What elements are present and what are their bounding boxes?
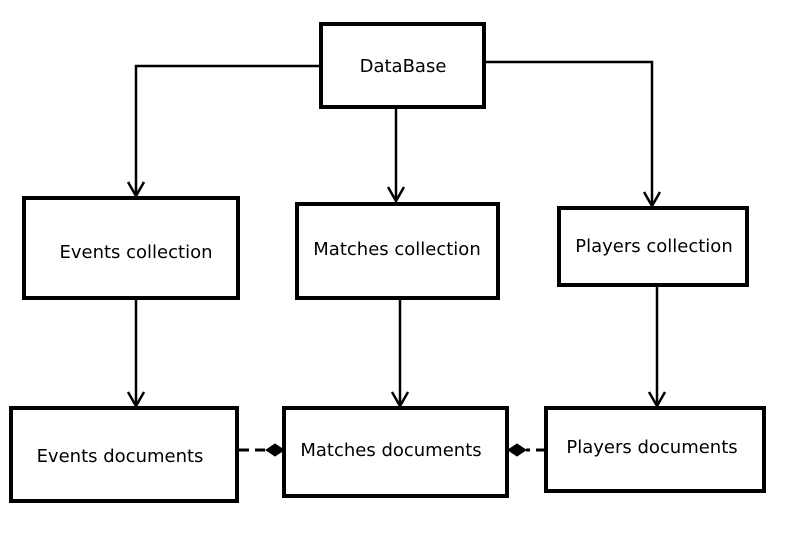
node-database: DataBase (319, 22, 486, 109)
node-label-players-documents: Players documents (566, 437, 737, 458)
node-box-events-collection (22, 196, 240, 300)
edge-database-to-events-collection (134, 64, 321, 196)
diamond-right-matches-documents (507, 443, 527, 457)
node-box-matches-collection (295, 202, 500, 300)
node-label-matches-collection: Matches collection (313, 239, 480, 260)
node-matches-collection: Matches collection (295, 202, 500, 300)
node-players-documents: Players documents (544, 406, 766, 493)
node-events-collection: Events collection (22, 196, 240, 300)
node-label-players-collection: Players collection (575, 236, 732, 257)
arrowhead-matches-collection (386, 186, 406, 204)
diamond-left-matches-documents (265, 443, 285, 457)
edge-database-to-players-collection (485, 60, 654, 206)
node-label-events-documents: Events documents (37, 446, 204, 467)
node-events-documents: Events documents (9, 406, 239, 503)
node-box-players-collection (557, 206, 749, 287)
node-players-collection: Players collection (557, 206, 749, 287)
node-box-players-documents (544, 406, 766, 493)
node-label-matches-documents: Matches documents (300, 440, 481, 461)
node-label-database: DataBase (360, 56, 447, 77)
node-box-database (319, 22, 486, 109)
node-label-events-collection: Events collection (59, 242, 212, 263)
node-matches-documents: Matches documents (282, 406, 509, 498)
node-box-events-documents (9, 406, 239, 503)
node-box-matches-documents (282, 406, 509, 498)
